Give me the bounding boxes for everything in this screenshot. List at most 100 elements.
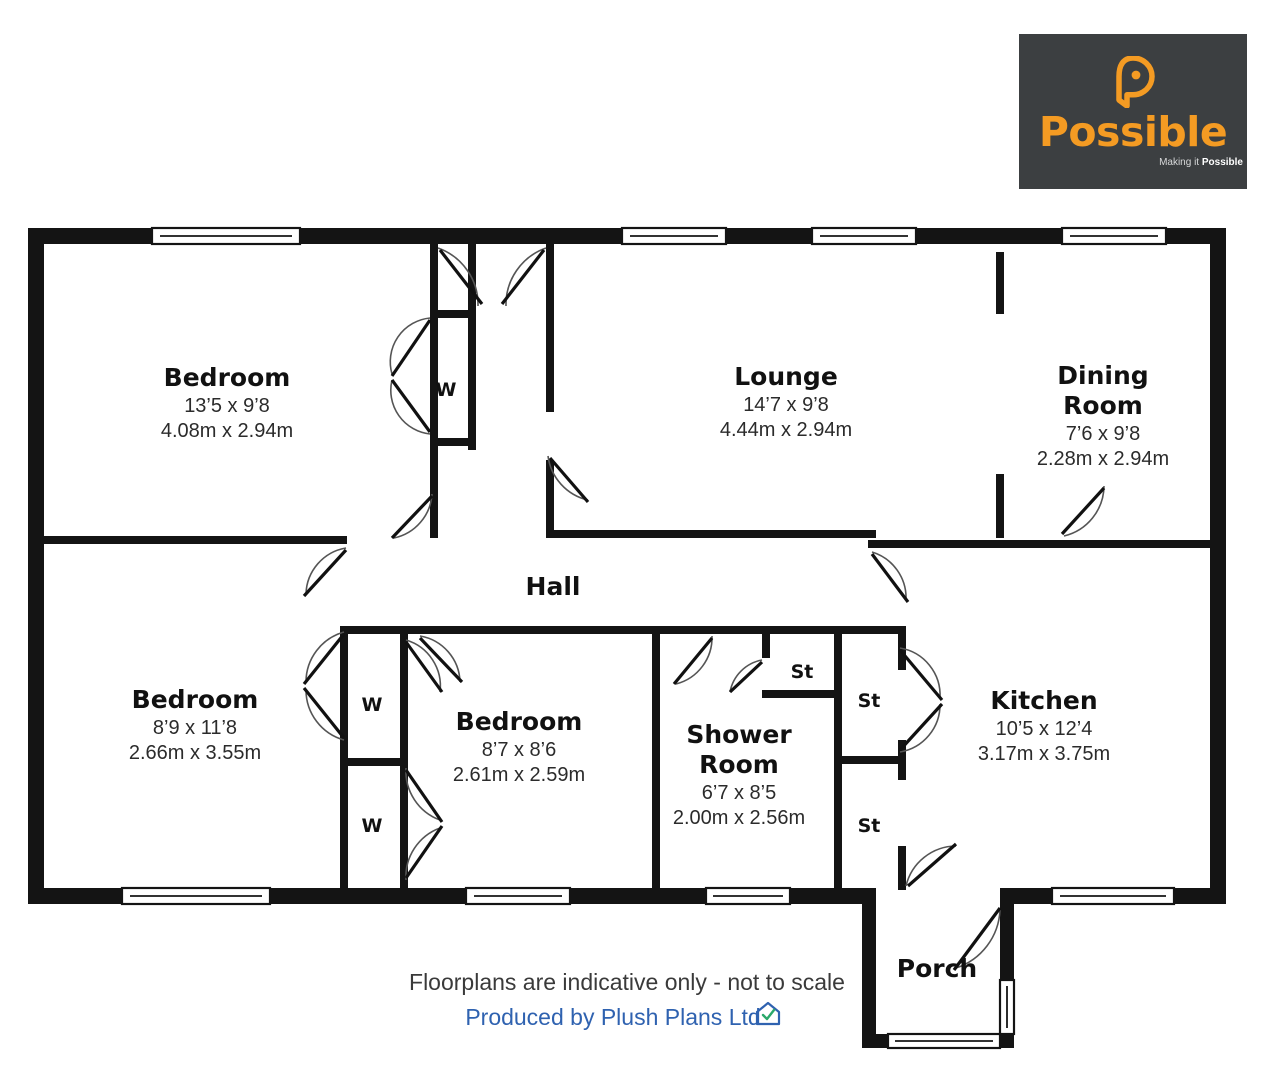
room-dim-imperial-shower-room: 6’7 x 8’5 [702,782,777,804]
wall-internal-kitchen-top [868,540,1210,548]
wall-internal-wardrobe-top [430,310,476,318]
wardrobe-label-bedroom2-lower: W [362,815,383,837]
door-leaf-porch-entry [952,907,1002,971]
door-leaf-shower [672,636,714,686]
door-arc-bedroom2-lower2 [305,689,345,741]
room-dim-imperial-bedroom-1: 13’5 x 9’8 [184,395,270,417]
door-arc-store-mid-upper [899,647,941,699]
door-leaf-wardrobe2-upper [404,641,444,693]
door-arc-wardrobe3-lower [405,827,441,881]
room-dim-metric-dining-room: 2.28m x 2.94m [1037,448,1169,470]
door-leaf-kitchen-hall [870,553,910,603]
wall-internal-lounge-left-upper [546,244,554,322]
door-leaf-wardrobe3-upper [404,769,444,823]
door-arc-bedroom2-lower [305,631,345,683]
door-leaf-bedroom1-hall [390,494,434,540]
wall-porch-left [862,888,876,1048]
footer-disclaimer: Floorplans are indicative only - not to … [409,969,845,995]
logo-tagline-bold: Possible [1201,156,1243,168]
room-dim-imperial-dining-room: 7’6 x 9’8 [1066,423,1141,445]
door-leaf-dining [1060,486,1106,536]
door-leaf-wardrobe3-lower [404,825,444,879]
wall-exterior-right [1210,228,1226,904]
wall-internal-wardrobe-right [468,310,476,450]
wall-internal-kitchen-left-mid [898,740,906,780]
wall-internal-wardrobe-bottom [430,438,476,446]
door-arc-lounge-hall [547,455,589,501]
footer-group: Floorplans are indicative only - not to … [409,969,845,1030]
room-label-shower-room-line2: Room [699,750,779,779]
area-label-porch: Porch [897,954,977,983]
wall-internal-bedroom1-right-lower [430,442,438,538]
room-label-bedroom-2: Bedroom [132,685,259,714]
door-arc-porch-entry [955,909,1001,969]
door-arc-kitchen-porch [905,845,957,887]
wall-internal-store-hall-left [762,630,770,658]
logo-tagline-pre: Making it [1159,156,1202,168]
room-label-dining-room-line1: Dining [1057,361,1148,390]
door-arc-wardrobe1-upper [389,317,431,375]
wall-internal-wardrobe2-right-upper [400,626,408,764]
room-label-dining-room-line2: Room [1063,391,1143,420]
room-label-shower-room-line1: Shower [686,720,792,749]
room-labels-group: Bedroom 13’5 x 9’8 4.08m x 2.94m Lounge … [129,361,1169,983]
wall-internal-bedroom3-right [652,626,660,888]
wall-internal-wardrobe-right-upper [468,244,476,318]
wall-internal-store-mid-bottom [834,756,906,764]
door-arc-wardrobe1-lower [389,379,431,435]
wall-internal-shower-top-right [756,626,906,634]
room-label-bedroom-3: Bedroom [456,707,583,736]
wall-internal-lounge-bottom [546,530,876,538]
windows-group [120,226,1176,1050]
wall-internal-store-lower-left [834,792,842,888]
room-dim-imperial-bedroom-3: 8’7 x 8’6 [482,739,557,761]
room-dim-metric-lounge: 4.44m x 2.94m [720,419,852,441]
room-dim-metric-bedroom-3: 2.61m x 2.59m [453,764,585,786]
wall-internal-dining-left-lower [996,474,1004,538]
door-arc-bedroom1-hall [393,493,433,539]
wall-internal-shower-top-left [656,626,762,634]
door-leaf-bedroom2-lower [302,633,346,685]
room-label-bedroom-1: Bedroom [164,363,291,392]
door-leaf-top-right [500,249,546,305]
wall-internal-wardrobe2-top [340,626,410,634]
door-arc-store-hall [729,659,763,693]
area-label-hall: Hall [526,572,581,601]
door-leaf-bedroom3 [418,636,464,684]
possible-logo-mark [1116,55,1155,108]
room-dim-imperial-lounge: 14’7 x 9’8 [743,394,829,416]
wardrobe-label-bedroom1: W [436,379,457,401]
room-dim-imperial-bedroom-2: 8’9 x 11’8 [153,717,237,739]
door-arc-bedroom2-hall [305,547,347,595]
wall-internal-wardrobe2-right-lower [400,758,408,888]
room-dim-metric-shower-room: 2.00m x 2.56m [673,807,805,829]
wall-internal-lounge-left-lower [546,460,554,538]
logo-wordmark: Possible [1038,107,1228,156]
wall-internal-wardrobe2-mid [340,758,406,766]
wall-internal-bedroom3-top-left [408,626,528,634]
wall-internal-lounge-left-mid [546,312,554,412]
possible-logo: Possible Making it Possible [1019,34,1247,189]
door-arc-wardrobe3-upper [405,767,441,821]
door-leaf-bedroom2-hall [302,548,348,598]
door-leaf-bedroom2-lower2 [302,687,346,739]
wall-internal-bedroom2-top [44,536,347,544]
room-dim-imperial-kitchen: 10’5 x 12’4 [996,718,1093,740]
house-check-icon [755,1001,781,1026]
room-label-kitchen: Kitchen [990,686,1097,715]
store-label-lower: St [858,815,881,837]
door-arc-kitchen-hall [871,551,907,601]
walls-group [28,228,1226,1048]
logo-tagline: Making it Possible [1159,157,1243,168]
wall-internal-kitchen-left-lower [898,846,906,890]
wall-exterior-left [28,228,44,904]
room-label-lounge: Lounge [734,362,838,391]
door-leaf-wardrobe1-upper [390,319,432,377]
door-leaf-wardrobe1-lower [390,379,432,433]
wall-internal-wardrobe-left [430,316,438,446]
wall-internal-store-hall-bottom [762,690,840,698]
store-label-hall: St [791,661,814,683]
wall-porch-right-upper [1000,888,1014,962]
